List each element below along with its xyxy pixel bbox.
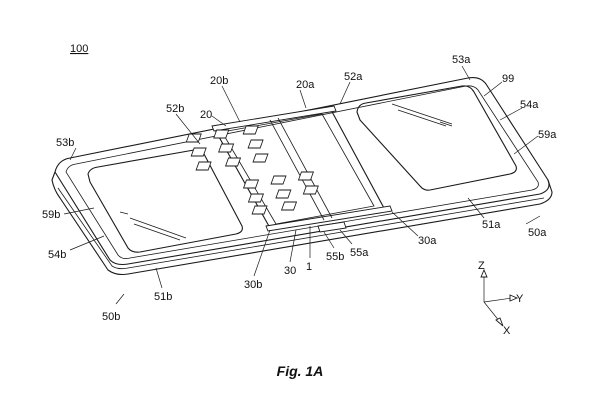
ref-53b: 53b bbox=[56, 137, 74, 149]
axis-label-z: Z bbox=[478, 260, 485, 272]
device-outer-edge bbox=[54, 77, 550, 266]
hinge-link bbox=[302, 185, 319, 195]
device-body bbox=[51, 77, 553, 276]
y-axis bbox=[483, 297, 513, 303]
hinge-link bbox=[190, 147, 207, 157]
ref-20b: 20b bbox=[210, 75, 228, 87]
hinge-link bbox=[213, 129, 230, 139]
leader-50b bbox=[115, 293, 125, 305]
ref-55a: 55a bbox=[350, 247, 369, 259]
leader-53a bbox=[461, 65, 471, 81]
leader-55b bbox=[323, 231, 335, 249]
ref-55b: 55b bbox=[326, 251, 344, 263]
display-left-54b bbox=[87, 149, 243, 253]
leader-30a bbox=[391, 211, 419, 237]
y-arrowhead bbox=[509, 294, 519, 302]
ref-99: 99 bbox=[502, 73, 514, 85]
leader-20a bbox=[299, 89, 307, 109]
hinge-link bbox=[242, 179, 260, 189]
reference-labels: 100 53a 99 52a 20a 20b 20 52b 53b 54a 59… bbox=[42, 43, 557, 323]
device-inner-bezel bbox=[65, 85, 539, 259]
hinge-link bbox=[252, 153, 269, 163]
leader-50a bbox=[525, 215, 541, 225]
coordinate-axes: Z Y X bbox=[478, 260, 524, 337]
hinge-plate-inner bbox=[221, 113, 375, 225]
leader-59b bbox=[63, 207, 95, 215]
display-right-frame bbox=[356, 85, 517, 191]
hinge-link bbox=[251, 205, 268, 215]
hinge-link bbox=[224, 157, 242, 167]
figure-number-label: 100 bbox=[70, 43, 88, 55]
ref-30a: 30a bbox=[418, 235, 437, 247]
x-axis bbox=[483, 301, 501, 323]
leader-51a bbox=[467, 197, 485, 219]
hinge-link bbox=[275, 189, 292, 199]
leader-51b bbox=[155, 267, 163, 289]
ref-50b: 50b bbox=[102, 311, 120, 323]
hinge-link bbox=[280, 201, 298, 211]
leader-30b bbox=[253, 229, 271, 277]
figure-caption: Fig. 1A bbox=[277, 363, 324, 379]
leader-30 bbox=[289, 229, 297, 263]
ref-20: 20 bbox=[200, 109, 212, 121]
hinge-link bbox=[242, 125, 259, 135]
hinge-links-lower bbox=[242, 171, 319, 215]
leader-20 bbox=[211, 115, 227, 127]
leader-20b bbox=[221, 85, 241, 123]
reflection-line bbox=[397, 109, 447, 127]
device-bottom-edge bbox=[51, 171, 553, 276]
reflection-line bbox=[439, 121, 453, 127]
display-right-54a bbox=[356, 85, 517, 191]
hinge-link bbox=[270, 175, 287, 185]
ref-51b: 51b bbox=[154, 291, 172, 303]
z-arrowhead bbox=[480, 268, 488, 278]
hinge-link bbox=[185, 133, 202, 143]
hinge-links-upper bbox=[185, 125, 269, 171]
axis-label-y: Y bbox=[516, 293, 524, 305]
leader-52b bbox=[175, 113, 201, 145]
hinge-link bbox=[218, 143, 235, 153]
leader-55a bbox=[339, 229, 353, 245]
ref-52a: 52a bbox=[344, 71, 363, 83]
leader-99 bbox=[483, 81, 503, 97]
ref-30: 30 bbox=[284, 265, 296, 277]
ref-50a: 50a bbox=[528, 227, 547, 239]
hinge-link bbox=[195, 161, 212, 171]
axis-label-x: X bbox=[503, 325, 511, 337]
hinge-edge-cap bbox=[317, 221, 347, 233]
ref-54a: 54a bbox=[520, 99, 539, 111]
folding-axis-line bbox=[277, 117, 333, 219]
hinge-assembly bbox=[185, 105, 393, 233]
leader-52a bbox=[339, 81, 351, 105]
folding-axis-line bbox=[269, 119, 325, 221]
ref-59a: 59a bbox=[538, 129, 557, 141]
leader-54a bbox=[499, 107, 523, 121]
hinge-link bbox=[247, 139, 264, 149]
leader-59a bbox=[513, 135, 539, 155]
ref-52b: 52b bbox=[166, 103, 184, 115]
ref-53a: 53a bbox=[452, 54, 471, 66]
device-side-line bbox=[57, 187, 545, 270]
ref-51a: 51a bbox=[482, 219, 501, 231]
leader-53b bbox=[69, 147, 77, 161]
leader-lines bbox=[63, 65, 541, 305]
x-arrowhead bbox=[495, 317, 504, 327]
hinge-link bbox=[297, 171, 315, 181]
reflection-line bbox=[391, 103, 453, 125]
reflection-line bbox=[119, 211, 129, 215]
ref-54b: 54b bbox=[48, 249, 66, 261]
ref-59b: 59b bbox=[42, 209, 60, 221]
leader-54b bbox=[69, 235, 105, 251]
reflection-line bbox=[133, 223, 181, 241]
hinge-top-strip bbox=[211, 105, 337, 132]
hinge-link bbox=[247, 193, 265, 203]
ref-20a: 20a bbox=[296, 79, 315, 91]
ref-30b: 30b bbox=[244, 279, 262, 291]
hinge-bottom-strip bbox=[265, 205, 393, 232]
reflection-line bbox=[129, 217, 187, 239]
ref-1: 1 bbox=[306, 261, 312, 273]
display-left-frame bbox=[87, 149, 243, 253]
